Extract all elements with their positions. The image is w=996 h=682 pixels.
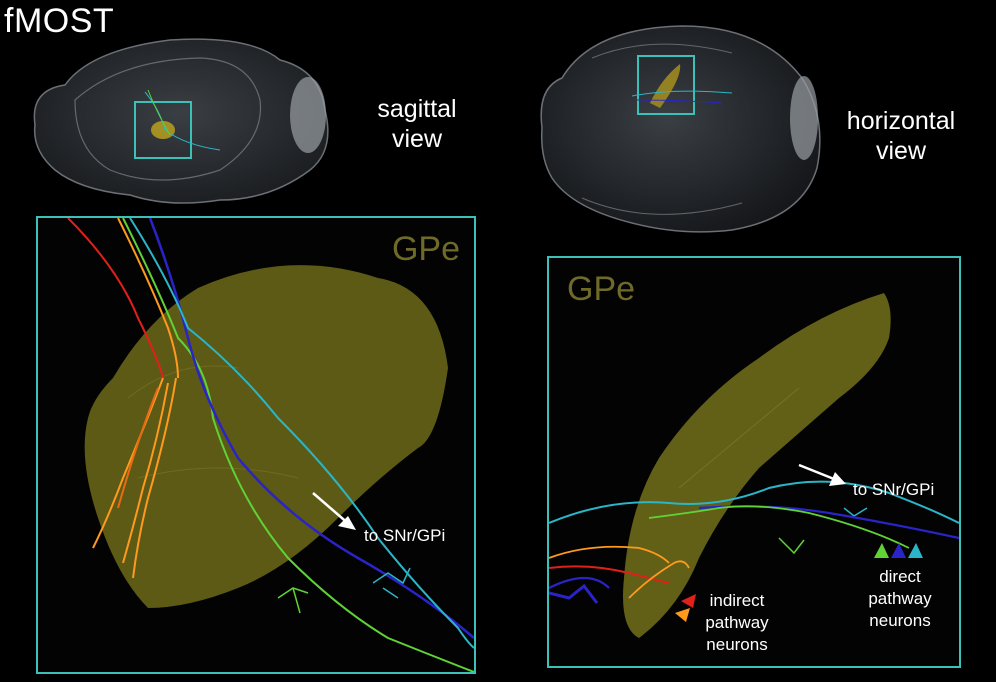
- gpe-label-left: GPe: [391, 230, 460, 268]
- sagittal-view-label: sagittal view: [352, 94, 482, 154]
- indirect-label-line3: neurons: [706, 635, 768, 654]
- arrow-label-left: to SNr/GPi: [364, 526, 446, 545]
- direct-pathway-label: direct pathway neurons: [855, 566, 945, 632]
- sagittal-label-line2: view: [391, 125, 442, 153]
- horizontal-view-label: horizontal view: [826, 106, 976, 166]
- horizontal-zoom-panel: GPe to SNr/GPi indirect pathway neurons …: [547, 256, 961, 668]
- direct-label-line3: neurons: [869, 611, 931, 630]
- indirect-label-line2: pathway: [705, 613, 769, 632]
- sagittal-brain-image: [33, 38, 329, 204]
- horizontal-neuron-reconstruction: [549, 293, 959, 638]
- horizontal-brain-image: [540, 25, 821, 233]
- gpe-label-right: GPe: [567, 270, 636, 308]
- arrow-label-right: to SNr/GPi: [853, 480, 935, 499]
- horizontal-label-line1: horizontal: [846, 107, 956, 135]
- direct-label-line2: pathway: [868, 589, 932, 608]
- indirect-label-line1: indirect: [709, 591, 765, 610]
- horizontal-label-line2: view: [875, 137, 926, 165]
- indirect-pathway-label: indirect pathway neurons: [697, 590, 777, 656]
- sagittal-label-line1: sagittal: [377, 95, 457, 123]
- direct-label-line1: direct: [879, 567, 921, 586]
- figure-title: fMOST: [4, 2, 115, 40]
- sagittal-zoom-panel: GPe to SNr/GPi: [36, 216, 476, 674]
- sagittal-neuron-reconstruction: [67, 218, 474, 672]
